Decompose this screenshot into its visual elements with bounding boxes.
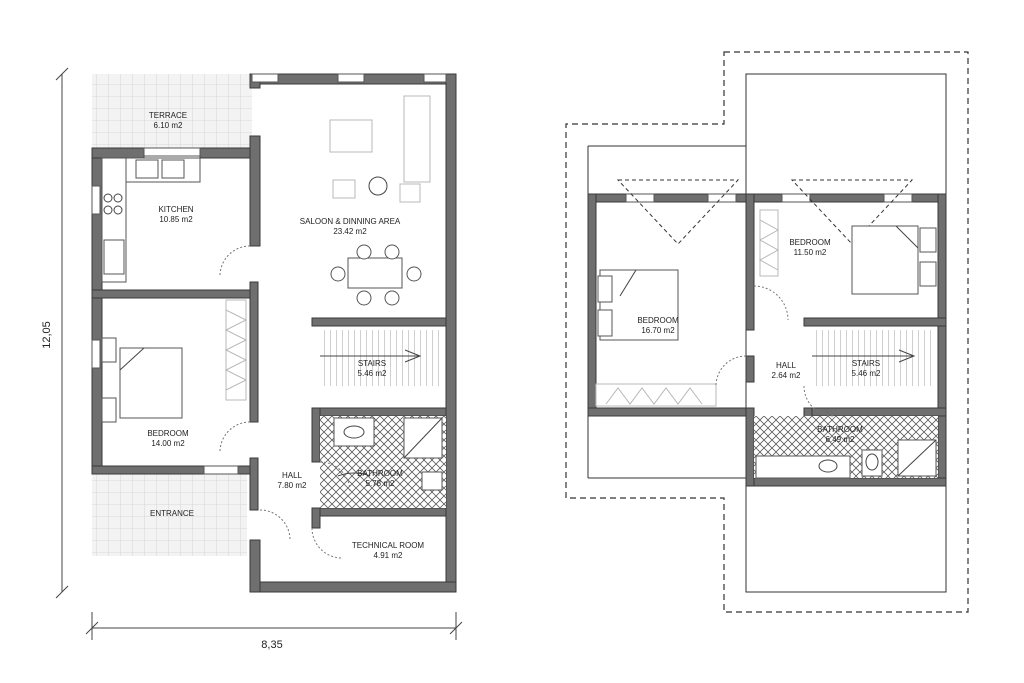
upper-stairs-name: STAIRS: [852, 359, 880, 368]
saloon-area: 23.42 m2: [333, 227, 367, 236]
upper-bathroom-name: BATHROOM: [817, 425, 863, 434]
ground-bathroom-area: 5.78 m2: [366, 479, 395, 488]
upper-bedroom-right-name: BEDROOM: [789, 238, 831, 247]
ground-bedroom-name: BEDROOM: [147, 429, 189, 438]
ground-bedroom-furniture: [101, 299, 248, 423]
ground-doors: [219, 245, 351, 559]
saloon-furniture: [329, 95, 431, 306]
kitchen-area: 10.85 m2: [159, 215, 193, 224]
technical-name: TECHNICAL ROOM: [352, 541, 424, 550]
upper-bathroom: [754, 416, 938, 479]
ground-stairs: [320, 330, 442, 386]
upper-left-bedroom-furniture: [595, 269, 717, 407]
kitchen-name: KITCHEN: [158, 205, 193, 214]
upper-stairs: [812, 330, 934, 386]
ground-stairs-name: STAIRS: [358, 359, 386, 368]
ground-hall-name: HALL: [282, 471, 303, 480]
ground-stairs-area: 5.46 m2: [358, 369, 387, 378]
terrace-area: 6.10 m2: [154, 121, 183, 130]
width-dimension: 8,35: [261, 639, 282, 651]
height-dimension: 12,05: [41, 321, 53, 349]
terrace-tiles: [92, 74, 252, 148]
ground-floor-plan: [55, 67, 463, 640]
technical-area: 4.91 m2: [374, 551, 403, 560]
upper-bathroom-area: 6.49 m2: [826, 435, 855, 444]
upper-floor-plan: [565, 51, 969, 613]
upper-right-bedroom-furniture: [758, 209, 937, 295]
upper-floor-walls: [587, 193, 947, 487]
upper-bedroom-left-area: 16.70 m2: [641, 326, 675, 335]
entrance-name: ENTRANCE: [150, 509, 194, 518]
upper-stairs-area: 5.46 m2: [852, 369, 881, 378]
terrace-name: TERRACE: [149, 111, 187, 120]
upper-floor-windows: [625, 193, 913, 203]
upper-doors: [715, 285, 835, 417]
entrance-tiles: [92, 474, 247, 556]
upper-hall-name: HALL: [776, 361, 797, 370]
ground-bedroom-area: 14.00 m2: [151, 439, 185, 448]
upper-bedroom-right-area: 11.50 m2: [794, 248, 827, 257]
upper-hall-area: 2.64 m2: [772, 371, 801, 380]
roof-outline: [565, 51, 969, 613]
ground-bathroom-name: BATHROOM: [357, 469, 403, 478]
ground-hall-area: 7.80 m2: [278, 481, 307, 490]
ground-floor-windows: [91, 73, 447, 475]
ground-bathroom: [320, 416, 446, 508]
dimension-lines: [55, 67, 463, 640]
upper-bedroom-left-name: BEDROOM: [637, 316, 679, 325]
kitchen-counter: [101, 157, 201, 283]
roof-windows: [616, 179, 914, 245]
saloon-name: SALOON & DINNING AREA: [300, 217, 401, 226]
